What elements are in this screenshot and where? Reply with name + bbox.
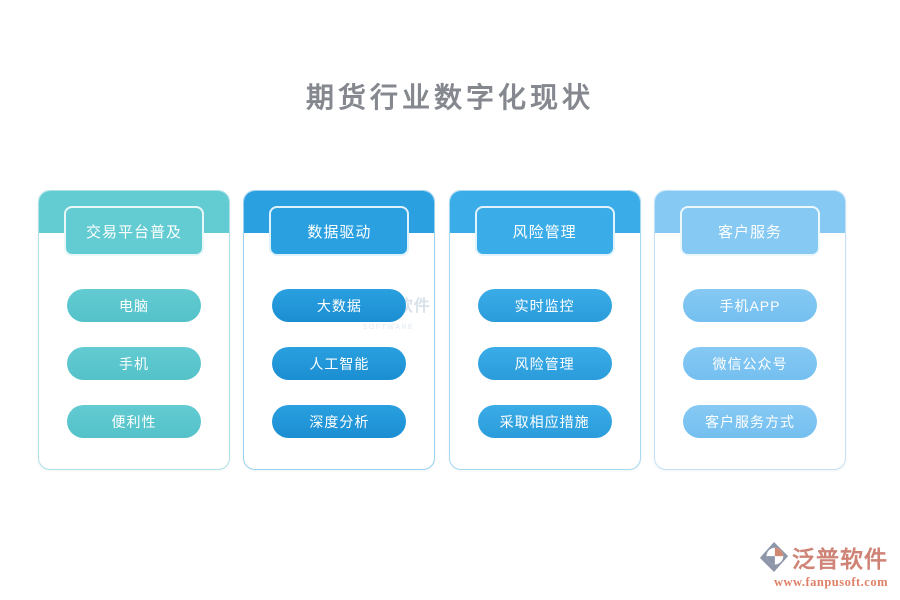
item-pill: 采取相应措施 (477, 405, 612, 438)
fanpu-brand-name: 泛普软件 (792, 547, 888, 572)
card-header-label: 客户服务 (717, 223, 782, 241)
card-header-label: 风险管理 (512, 223, 577, 241)
item-pill: 微信公众号 (682, 347, 817, 380)
item-pill: 人工智能 (272, 347, 407, 380)
item-pill: 手机 (67, 347, 201, 380)
item-pill: 电脑 (67, 289, 201, 322)
fanpu-logo-row: 泛普软件 (759, 540, 888, 574)
card-header: 交易平台普及 (64, 206, 204, 256)
fanpu-logo: 泛普软件 www.fanpusoft.com (759, 540, 888, 590)
card-data-driven: 数据驱动 泛普软件 FANPU SOFTWARE 大数据 人工智能 深度分析 (243, 190, 436, 470)
card-trading-platform: 交易平台普及 电脑 手机 便利性 (38, 190, 230, 470)
page-title: 期货行业数字化现状 (305, 83, 594, 114)
item-list: 电脑 手机 便利性 (39, 289, 229, 463)
card-header: 客户服务 (679, 206, 820, 256)
fanpu-website-url: www.fanpusoft.com (773, 575, 888, 589)
item-list: 手机APP 微信公众号 客户服务方式 (655, 289, 845, 463)
item-pill: 客户服务方式 (682, 405, 817, 438)
card-header-label: 数据驱动 (307, 223, 372, 241)
card-header: 风险管理 (474, 206, 615, 256)
fanpu-logo-icon (759, 542, 789, 572)
item-pill: 风险管理 (477, 347, 612, 380)
item-pill: 手机APP (682, 289, 817, 322)
item-list: 实时监控 风险管理 采取相应措施 (450, 289, 640, 463)
item-pill: 深度分析 (272, 405, 407, 438)
card-header: 数据驱动 (269, 206, 410, 256)
card-risk-management: 风险管理 实时监控 风险管理 采取相应措施 (448, 190, 641, 470)
item-pill: 实时监控 (477, 289, 612, 322)
category-cards: 交易平台普及 电脑 手机 便利性 数据驱动 泛普软件 (38, 190, 846, 470)
item-pill: 大数据 (272, 289, 407, 322)
item-pill: 便利性 (67, 405, 201, 438)
card-customer-service: 客户服务 手机APP 微信公众号 客户服务方式 (653, 190, 846, 470)
card-header-label: 交易平台普及 (85, 223, 182, 241)
item-list: 大数据 人工智能 深度分析 (244, 289, 434, 463)
